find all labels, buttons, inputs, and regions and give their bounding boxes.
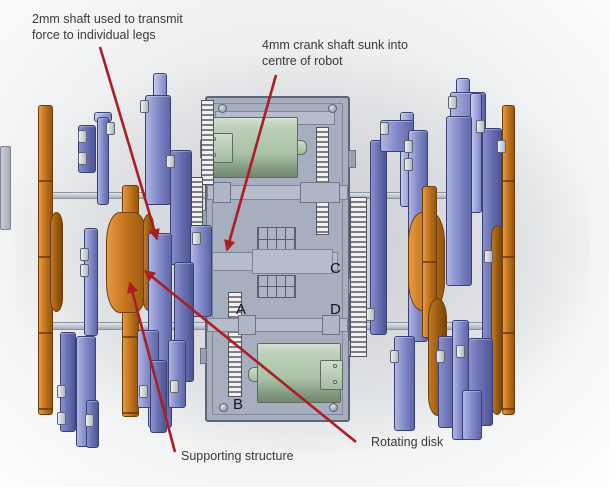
bolt [192,232,201,245]
crank-bearing-lower [257,275,296,298]
label-rotating-disk: Rotating disk [371,435,444,449]
bolt [57,385,66,398]
label-supporting-structure: Supporting structure [181,449,294,463]
bolt [166,155,175,168]
lower-shaft-mount [238,315,256,335]
bolt [380,122,389,135]
bolt [456,345,465,358]
bolt [80,248,89,261]
label-4mm-crank: 4mm crank shaft sunk into centre of robo… [262,38,408,69]
bolt [80,264,89,277]
chassis-screw [218,104,227,113]
left-leg-link [84,228,98,336]
right-foot-link [462,390,482,440]
top-gear-rack [316,127,329,235]
right-lower-leg [394,336,415,431]
bolt [404,158,413,171]
left-outer-disk [50,212,63,312]
bottom-motor-screw [333,364,337,368]
bolt [484,250,493,263]
marker-a: A [236,301,247,318]
crank-bearing-upper [257,227,296,251]
marker-c: C [330,260,341,277]
top-motor-shaft [297,140,307,155]
bottom-motor-bracket [320,360,343,390]
chassis-tab [348,150,356,168]
right-gear-rack [350,197,367,357]
marker-b: B [233,396,244,413]
bolt [170,380,179,393]
bolt [366,308,375,321]
bolt [497,140,506,153]
lower-shaft-mount [322,315,340,335]
bolt [404,140,413,153]
left-lower-leg [60,332,76,432]
bolt [85,414,94,427]
bolt [140,100,149,113]
label-2mm-shaft: 2mm shaft used to transmit force to indi… [32,12,183,43]
chassis-screw [219,403,228,412]
bottom-motor-shaft [248,367,258,382]
chassis-screw [328,104,337,113]
left-lower-leg [168,340,186,408]
bolt [476,120,485,133]
left-rotating-disk [106,212,148,313]
bolt [436,350,445,363]
bolt [139,385,148,398]
chassis-tab [200,348,207,364]
right-leg-plate [446,116,472,286]
bolt [78,130,87,143]
chassis-screw [329,403,338,412]
bottom-motor-screw [333,380,337,384]
upper-shaft-mount [300,182,340,203]
bolt [106,122,115,135]
left-foot-link [150,360,167,433]
bolt [57,412,66,425]
bolt [390,350,399,363]
left-gear-rack-upper [201,100,214,185]
upper-shaft-mount [213,182,231,203]
left-edge-bracket [0,146,11,230]
right-leg-link [370,140,387,335]
crank-shaft-center [252,249,333,274]
marker-d: D [330,301,341,318]
bolt [78,152,87,165]
right-outer-disk [491,225,503,415]
bolt [448,96,457,109]
